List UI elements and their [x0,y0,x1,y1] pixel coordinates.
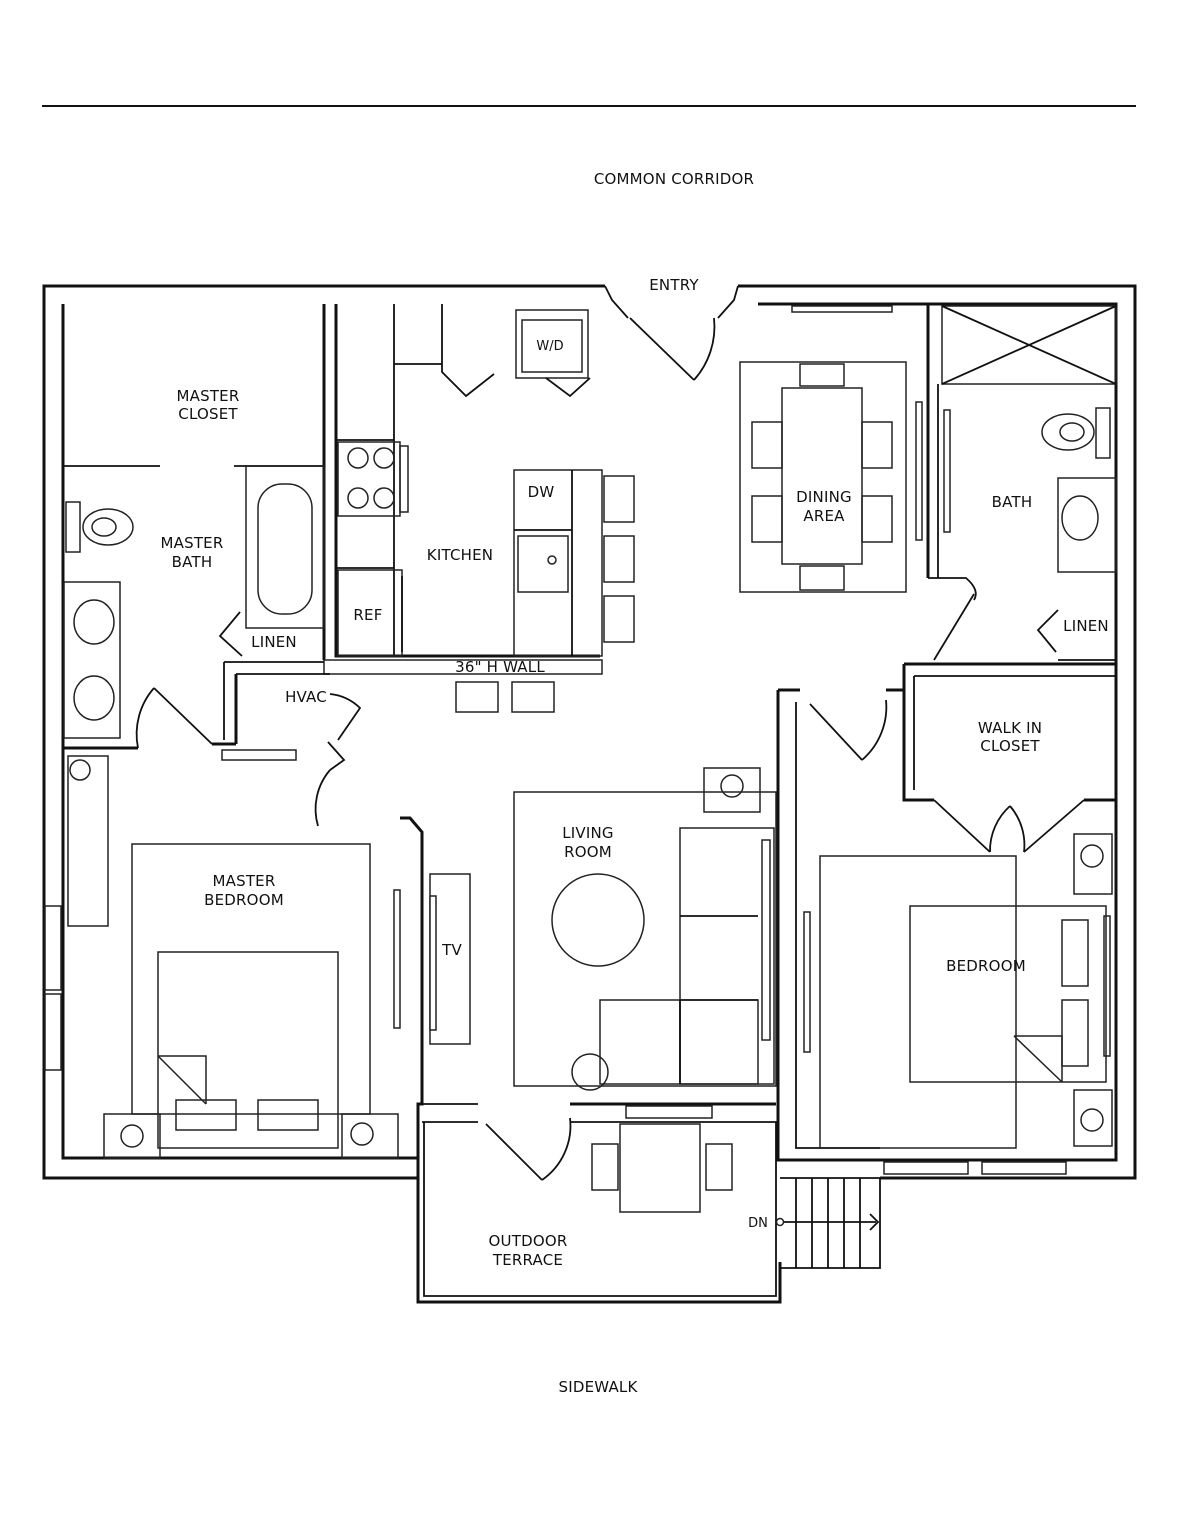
master-closet-label-1: MASTER [177,387,240,405]
hvac-closet [221,673,362,761]
living-room-label-2: ROOM [564,843,612,861]
bedroom-door[interactable] [809,699,888,761]
corridor-label: COMMON CORRIDOR [594,170,754,188]
half-wall-label: 36" H WALL [455,658,545,676]
master-bedroom-walls [393,816,424,1158]
bedroom-furniture [819,833,1113,1149]
kitchen-counters [334,304,600,658]
master-dresser [67,755,109,927]
master-bedroom-door[interactable] [314,741,346,827]
terrace-door[interactable] [485,1117,572,1181]
linen-right-door[interactable] [1036,609,1116,661]
master-bed [103,843,399,1159]
terrace [416,1102,782,1304]
stairs[interactable] [775,1177,881,1269]
hvac-label: HVAC [285,688,327,706]
dn-label: DN [748,1216,768,1231]
exterior-walls [42,284,1137,1180]
dining-label-2: AREA [803,507,845,525]
tv-label: TV [441,941,462,959]
master-closet-walls [63,304,326,660]
bath-toilet [1041,407,1111,459]
master-bedroom-label-1: MASTER [213,872,276,890]
master-bath-label-2: BATH [172,553,213,571]
bedroom-label: BEDROOM [946,957,1026,975]
dining-set [739,305,923,593]
master-toilet [65,501,134,553]
linen-left-door[interactable] [218,611,324,740]
walk-in-closet-walls [902,664,1116,802]
master-vanity [63,581,121,739]
bar-stools [603,475,635,643]
sidewalk-label: SIDEWALK [558,1378,638,1396]
master-bathtub [245,465,325,629]
linen-left-label: LINEN [251,633,297,651]
entry-label: ENTRY [649,276,699,294]
walk-in-closet-doors[interactable] [933,799,1085,853]
bath-label: BATH [992,493,1033,511]
half-wall [323,659,603,713]
kitchen-island [513,469,603,657]
windows-left [44,905,62,1071]
refrigerator [337,569,403,657]
master-bath-label-1: MASTER [161,534,224,552]
walk-in-closet-label-2: CLOSET [980,737,1040,755]
outdoor-terrace-label-1: OUTDOOR [489,1232,568,1250]
walk-in-closet-label-1: WALK IN [978,719,1042,737]
master-bedroom-label-2: BEDROOM [204,891,284,909]
dining-label-1: DINING [796,488,852,506]
bath-walls [926,304,1117,578]
entry-door[interactable] [629,317,716,381]
bedroom-walls [776,688,904,1162]
master-bath-door[interactable] [135,687,213,749]
washer-dryer [515,309,591,398]
living-room-label-1: LIVING [562,824,614,842]
stove [337,441,409,517]
kitchen-label: KITCHEN [427,546,493,564]
bath-vanity [1057,477,1117,573]
dw-label: DW [528,483,555,501]
living-room-furniture [422,767,777,1105]
tv-unit [429,873,471,1045]
outdoor-terrace-label-2: TERRACE [492,1251,563,1269]
linen-right-label: LINEN [1063,617,1109,635]
windows-bottom [883,1161,1067,1175]
bath-door[interactable] [928,577,977,661]
pantry-door[interactable] [441,364,495,398]
ref-label: REF [353,606,382,624]
master-closet-label-2: CLOSET [178,405,238,423]
wd-label: W/D [536,339,563,354]
